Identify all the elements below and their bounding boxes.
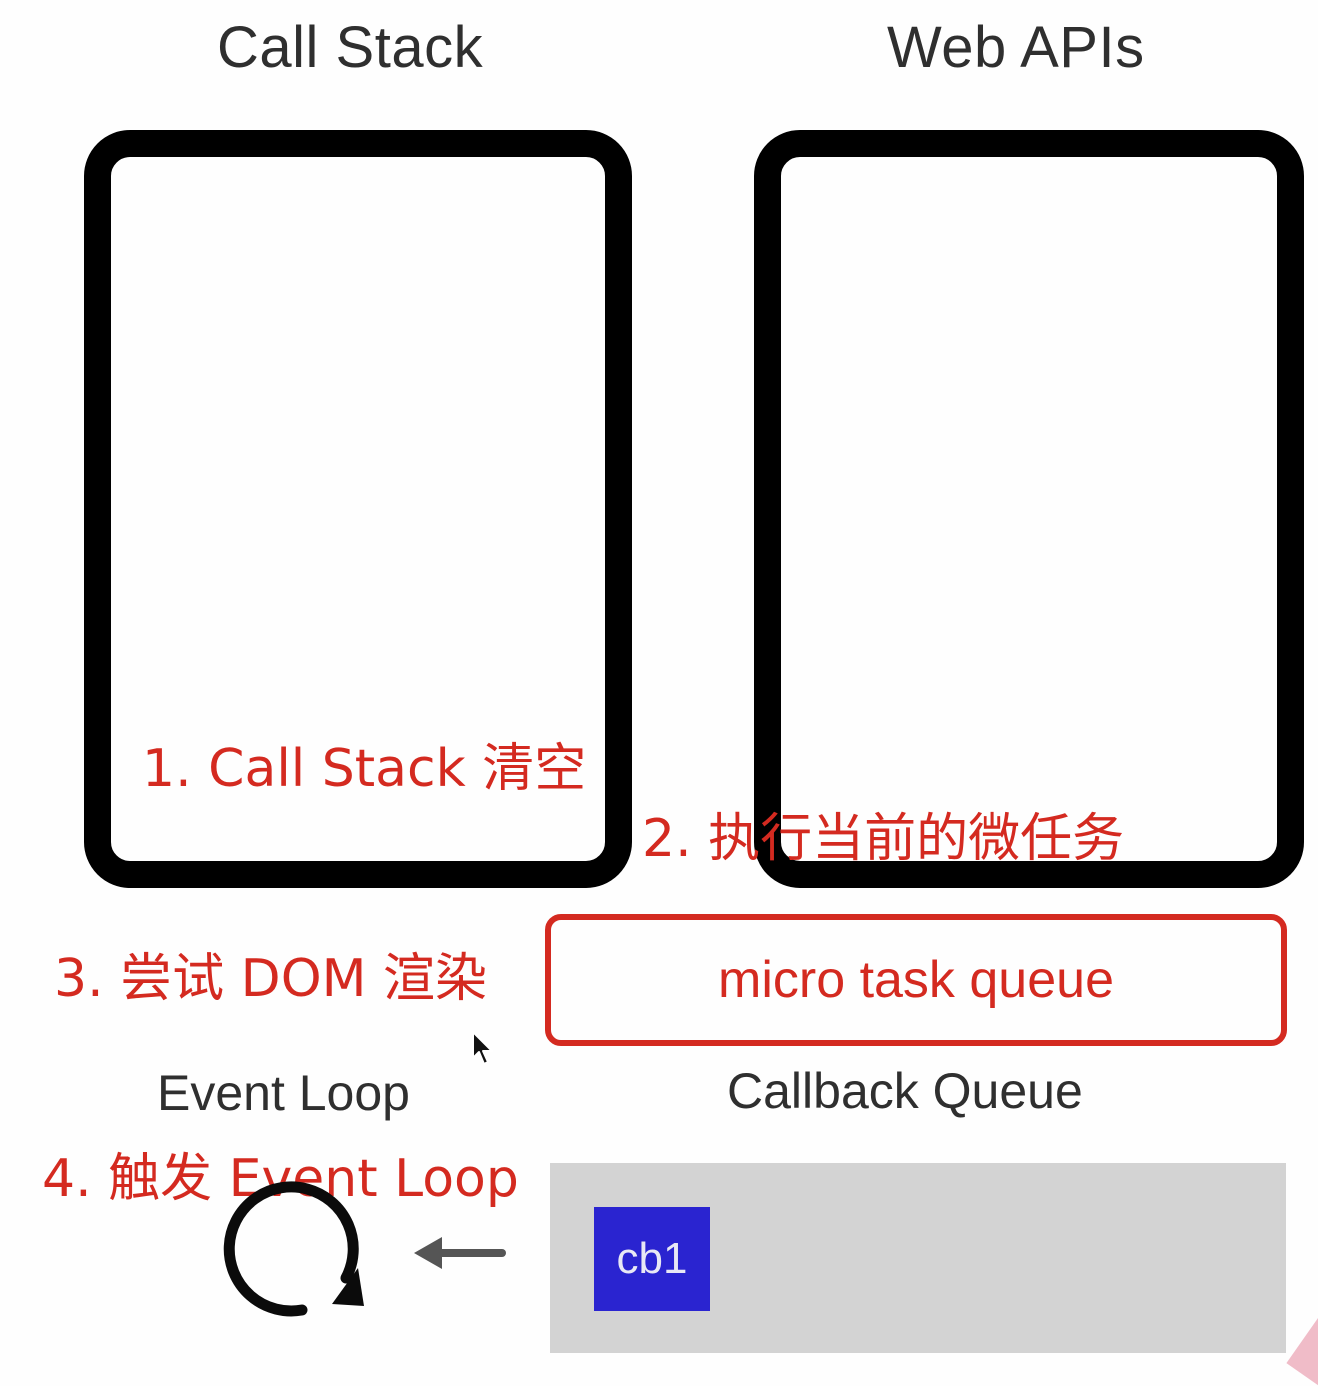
micro-task-queue-label: micro task queue (718, 951, 1114, 1009)
call-stack-panel (84, 130, 632, 888)
event-loop-label: Event Loop (157, 1065, 410, 1121)
callback-queue-label: Callback Queue (727, 1063, 1083, 1119)
micro-task-queue: micro task queue (545, 914, 1287, 1046)
annotation-step-2: 2. 执行当前的微任务 (642, 809, 1125, 869)
callback-item-cb1: cb1 (594, 1207, 710, 1311)
annotation-step-4: 4. 触发 Event Loop (42, 1149, 519, 1209)
web-apis-title: Web APIs (887, 15, 1145, 80)
cursor-pointer-icon (472, 1031, 493, 1065)
annotation-step-3: 3. 尝试 DOM 渲染 (54, 949, 488, 1009)
callback-item-label: cb1 (616, 1234, 688, 1283)
loop-arrow-icon (223, 1181, 364, 1317)
call-stack-title: Call Stack (217, 15, 484, 80)
web-apis-panel (754, 130, 1304, 888)
left-arrow-icon (414, 1237, 506, 1269)
corner-decoration (1286, 1313, 1318, 1386)
annotation-step-1: 1. Call Stack 清空 (142, 739, 587, 799)
callback-queue: cb1 (550, 1163, 1286, 1353)
